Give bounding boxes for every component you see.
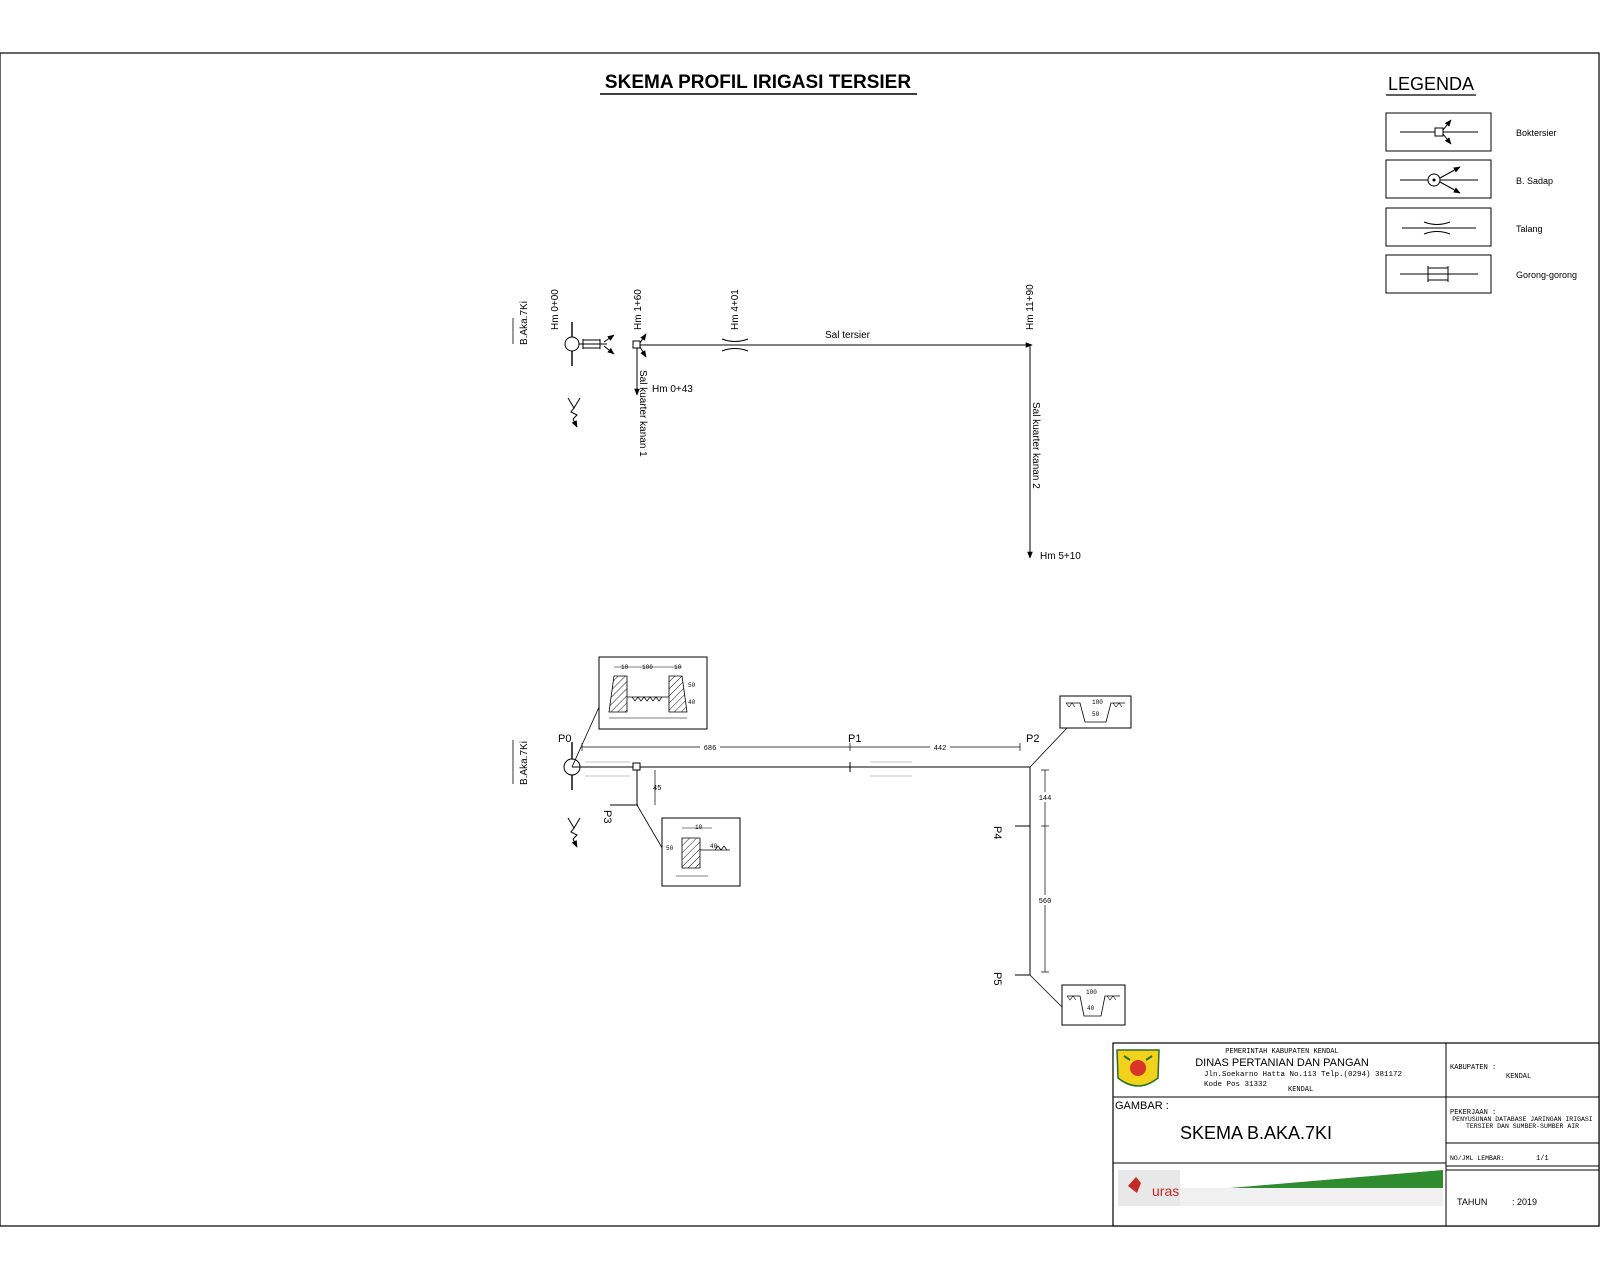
legend-item-gorong-gorong: Gorong-gorong: [1385, 254, 1577, 294]
section-detail-p2: 100 50: [1059, 695, 1132, 729]
svg-text:SKEMA PROFIL IRIGASI TERSIER: SKEMA PROFIL IRIGASI TERSIER: [605, 72, 911, 93]
section-detail-p5: 100 40: [1061, 984, 1126, 1026]
dimension-label: 10: [621, 664, 629, 671]
station-label: Hm 0+00: [550, 289, 561, 330]
dimension-label: 50: [666, 845, 674, 852]
source-label-bottom: B.Aka.7Ki: [519, 741, 530, 785]
point-label: P5: [991, 972, 1003, 985]
channel-label: Sal tersier: [825, 330, 871, 341]
dimension-label: 100: [1086, 989, 1097, 996]
section-detail-main: 10 100 10 50 40: [598, 656, 708, 730]
city: KENDAL: [1288, 1086, 1313, 1094]
kabupaten-label: KABUPATEN :: [1450, 1064, 1496, 1072]
dimension-label: 100: [1092, 699, 1103, 706]
green-banner: [1230, 1170, 1443, 1188]
lembar-value: 1/1: [1536, 1155, 1549, 1163]
boks-tersier-node: [632, 340, 641, 349]
gov-name: PEMERINTAH KABUPATEN KENDAL: [1225, 1048, 1338, 1056]
postcode: Kode Pos 31332: [1204, 1081, 1267, 1089]
branch-2-label: Sal kuarter kanan 2: [1030, 402, 1041, 489]
address: Jln.Soekarno Hatta No.113 Telp.(0294) 38…: [1204, 1071, 1402, 1079]
flow-symbol-top: [567, 397, 581, 428]
branch-1-label: Sal kuarter kanan 1: [637, 370, 648, 457]
sadap-structure-top: [564, 322, 615, 366]
svg-text:uras: uras: [1152, 1183, 1179, 1199]
gorong-gorong-icon: [1400, 266, 1478, 282]
distance-label: 686: [704, 745, 717, 753]
sheet-border: [0, 52, 1600, 1227]
svg-text:Gorong-gorong: Gorong-gorong: [1516, 270, 1577, 280]
schema-top: B.Aka.7Ki Hm 0+00 Hm 1+60: [512, 284, 1081, 562]
talang-icon: [1402, 221, 1476, 235]
distance-label: 45: [653, 785, 661, 793]
distance-label: 560: [1039, 898, 1052, 906]
dimension-label: 100: [642, 664, 653, 671]
lembar-label: NO/JML LEMBAR:: [1450, 1155, 1505, 1162]
point-label: P3: [601, 810, 613, 823]
gambar-label: GAMBAR :: [1115, 1100, 1169, 1112]
source-label-top: B.Aka.7Ki: [519, 301, 530, 345]
kabupaten-value: KENDAL: [1506, 1073, 1531, 1081]
gambar-value: SKEMA B.AKA.7KI: [1180, 1123, 1332, 1143]
tahun-label: TAHUN: [1457, 1197, 1487, 1207]
drawing-title: SKEMA PROFIL IRIGASI TERSIER: [600, 72, 917, 95]
distance-label: 442: [934, 745, 947, 753]
distance-label: 144: [1039, 795, 1052, 803]
section-detail-branch: 10 50 40: [661, 817, 741, 887]
legend-item-bangunan-sadap: B. Sadap: [1385, 159, 1553, 199]
legend: LEGENDA Boktersier B. Sadap: [1385, 74, 1577, 294]
boks-tersier-icon: [1400, 119, 1478, 145]
dimension-label: 10: [674, 664, 682, 671]
title-block: PEMERINTAH KABUPATEN KENDAL DINAS PERTAN…: [1112, 1042, 1600, 1227]
flow-symbol-bottom: [567, 817, 581, 848]
legend-item-boks-tersier: Boktersier: [1385, 112, 1557, 152]
dimension-label: 40: [1087, 1005, 1095, 1012]
kendal-emblem: [1116, 1049, 1160, 1087]
station-label: Hm 0+43: [652, 384, 693, 395]
point-label: P0: [558, 733, 571, 745]
bangunan-sadap-icon: [1400, 166, 1478, 194]
legend-item-talang: Talang: [1385, 207, 1543, 247]
svg-text:LEGENDA: LEGENDA: [1388, 74, 1474, 94]
point-label: P4: [991, 826, 1003, 839]
pekerjaan-label: PEKERJAAN :: [1450, 1109, 1496, 1117]
boks-node-bottom: [632, 762, 641, 771]
point-label: P2: [1026, 733, 1039, 745]
station-label: Hm 5+10: [1040, 551, 1081, 562]
svg-text:Talang: Talang: [1516, 224, 1543, 234]
talang-symbol-top: [721, 338, 749, 352]
dimension-label: 50: [688, 682, 696, 689]
pekerjaan-value: PENYUSUNAN DATABASE JARINGAN IRIGASI TER…: [1452, 1116, 1593, 1130]
dimension-label: 40: [710, 843, 718, 850]
station-label: Hm 1+60: [633, 289, 644, 330]
dept-name: DINAS PERTANIAN DAN PANGAN: [1195, 1057, 1369, 1069]
faint-annotations: [585, 761, 912, 777]
consultant-logo: uras: [1118, 1170, 1443, 1206]
dimension-label: 50: [1092, 711, 1100, 718]
svg-text:B. Sadap: B. Sadap: [1516, 176, 1553, 186]
svg-text:Boktersier: Boktersier: [1516, 128, 1557, 138]
dimension-label: 40: [688, 699, 696, 706]
schema-bottom: B.Aka.7Ki 686 442 P0 P1 P2: [512, 656, 1132, 1026]
point-label: P1: [848, 733, 861, 745]
dimension-label: 10: [695, 824, 703, 831]
station-label: Hm 4+01: [730, 289, 741, 330]
tahun-value: : 2019: [1512, 1197, 1537, 1207]
station-label: Hm 11+90: [1025, 284, 1036, 330]
